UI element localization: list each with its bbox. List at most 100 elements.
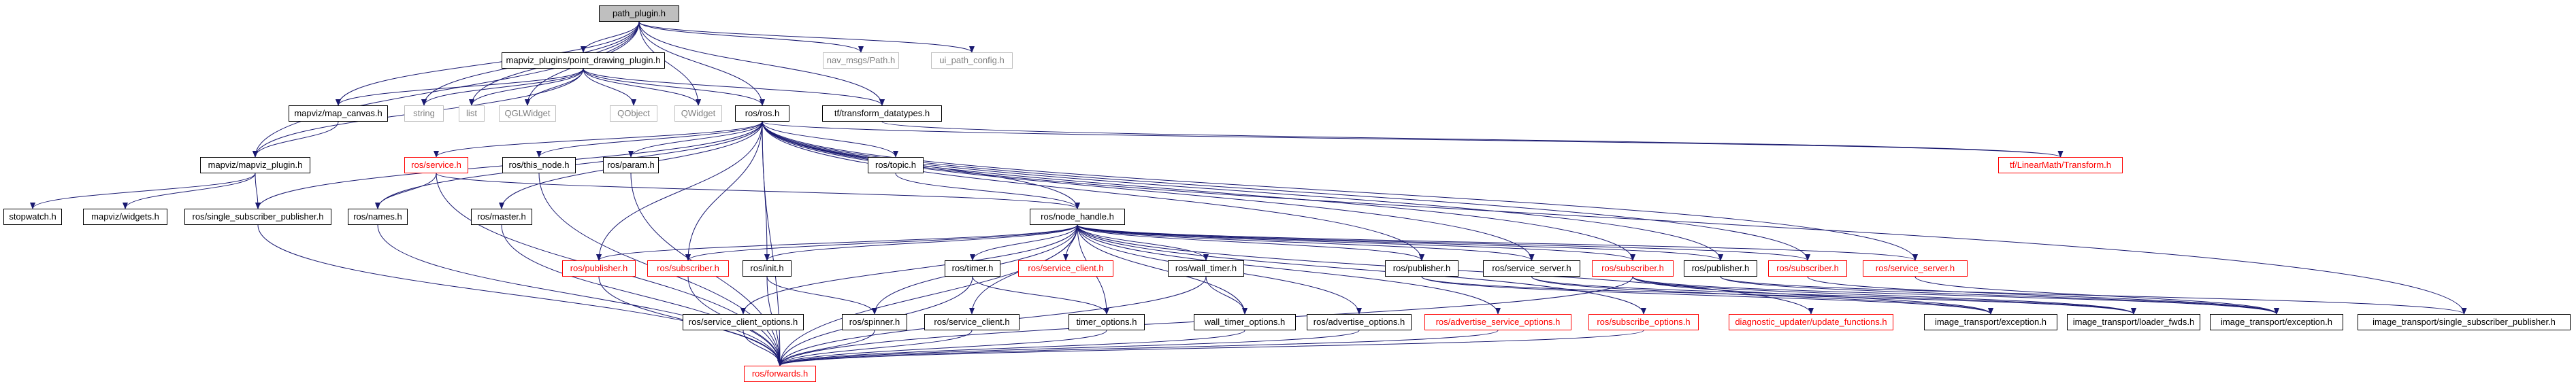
edge-wall_timer_opts-to-forwards xyxy=(777,330,1245,366)
edge-master-to-forwards xyxy=(501,224,783,366)
node-ros-spinner[interactable]: ros/spinner.h xyxy=(842,314,907,330)
node-ros-single-subscriber-publisher[interactable]: ros/single_subscriber_publisher.h xyxy=(184,209,331,225)
edge-path_plugin-to-map_canvas xyxy=(336,21,640,106)
edge-mapviz_plugin-to-stopwatch xyxy=(30,173,256,209)
node-ros-advertise-service-options[interactable]: ros/advertise_service_options.h xyxy=(1424,314,1571,330)
edge-point_drawing-to-tf_transform xyxy=(583,68,885,106)
edge-point_drawing-to-map_canvas xyxy=(336,68,584,106)
edge-node_handle-to-init xyxy=(764,224,1078,261)
node-string: string xyxy=(404,105,444,122)
node-image-transport-exception-2[interactable]: image_transport/exception.h xyxy=(2210,314,2343,330)
node-nav-msgs-path: nav_msgs/Path.h xyxy=(823,52,899,69)
edge-node_handle-to-adv_service_opts xyxy=(1077,224,1501,315)
edge-service_server-to-it_loader xyxy=(1531,276,2136,315)
node-ros-init[interactable]: ros/init.h xyxy=(743,260,792,277)
node-ros-node-handle[interactable]: ros/node_handle.h xyxy=(1030,209,1125,225)
node-ros-subscribe-options[interactable]: ros/subscribe_options.h xyxy=(1588,314,1699,330)
node-ros-publisher-2[interactable]: ros/publisher.h xyxy=(1385,260,1458,277)
node-ros-publisher-3[interactable]: ros/publisher.h xyxy=(1684,260,1757,277)
node-ros-service-client-2[interactable]: ros/service_client.h xyxy=(924,314,1020,330)
edge-ros_ros-to-service_server xyxy=(762,121,1535,261)
node-ros-timer[interactable]: ros/timer.h xyxy=(945,260,1000,277)
node-path-plugin: path_plugin.h xyxy=(599,5,679,22)
node-ros-service[interactable]: ros/service.h xyxy=(404,157,468,173)
edge-mapviz_plugin-to-widgets xyxy=(123,173,256,209)
node-ros-subscriber-3[interactable]: ros/subscriber.h xyxy=(1768,260,1847,277)
node-wall-timer-options[interactable]: wall_timer_options.h xyxy=(1194,314,1296,330)
edge-node_handle-to-timer xyxy=(970,224,1078,261)
edge-map_canvas-to-mapviz_plugin xyxy=(252,121,339,158)
edge-it_publisher-to-it_exception xyxy=(1421,276,1993,315)
edge-ros_ros-to-param xyxy=(628,121,763,158)
edge-node_handle-to-ros_publisher xyxy=(596,224,1078,261)
node-ros-ros[interactable]: ros/ros.h xyxy=(735,105,789,122)
node-stopwatch[interactable]: stopwatch.h xyxy=(3,209,62,225)
edge-subscriber2-to-it_exception xyxy=(1632,276,1993,315)
node-ros-service-client[interactable]: ros/service_client.h xyxy=(1018,260,1113,277)
node-image-transport-loader-fwds[interactable]: image_transport/loader_fwds.h xyxy=(2067,314,2200,330)
node-diagnostic-updater-update-functions[interactable]: diagnostic_updater/update_functions.h xyxy=(1729,314,1893,330)
edge-service_server2-to-it_exception2 xyxy=(1914,276,2279,315)
edge-ros_ros-to-tf_linearmath xyxy=(762,121,2063,158)
node-ros-advertise-options[interactable]: ros/advertise_options.h xyxy=(1307,314,1412,330)
edge-point_drawing-to-qglwidget xyxy=(525,68,584,106)
edge-point_drawing-to-qwidget xyxy=(583,68,701,106)
edge-node_handle-to-service_server2 xyxy=(1077,224,1918,261)
edge-node_handle-to-forwards xyxy=(777,224,1078,366)
node-ros-names[interactable]: ros/names.h xyxy=(348,209,408,225)
edge-advertise_opts-to-forwards xyxy=(777,330,1360,366)
node-mapviz-widgets[interactable]: mapviz/widgets.h xyxy=(83,209,167,225)
node-ros-service-server[interactable]: ros/service_server.h xyxy=(1483,260,1580,277)
edge-service_client2-to-forwards xyxy=(777,330,973,366)
edge-topic-to-node_handle xyxy=(895,173,1080,209)
node-ros-service-server-2[interactable]: ros/service_server.h xyxy=(1863,260,1968,277)
edge-node_handle-to-service_client_opts xyxy=(740,224,1078,315)
node-ros-forwards[interactable]: ros/forwards.h xyxy=(744,366,816,382)
node-ros-param[interactable]: ros/param.h xyxy=(603,157,659,173)
edge-node_handle-to-wall_timer_opts xyxy=(1077,224,1248,315)
edge-ros_ros-to-it_single_sub xyxy=(762,121,2467,315)
node-ros-wall-timer[interactable]: ros/wall_timer.h xyxy=(1168,260,1244,277)
edge-ros_ros-to-ros_subscriber xyxy=(685,121,763,261)
edge-node_handle-to-subscriber2 xyxy=(1077,224,1635,261)
edge-service-to-node_handle xyxy=(436,173,1080,209)
node-map-canvas[interactable]: mapviz/map_canvas.h xyxy=(289,105,388,122)
edge-subscriber2-to-it_loader xyxy=(1632,276,2136,315)
edge-timer-to-timer_opts xyxy=(972,276,1109,315)
node-ros-this-node[interactable]: ros/this_node.h xyxy=(502,157,576,173)
edge-path_plugin-to-mapviz_plugin xyxy=(252,21,640,158)
edge-node_handle-to-ros_subscriber xyxy=(685,224,1078,261)
node-image-transport-single-subscriber-publisher[interactable]: image_transport/single_subscriber_publis… xyxy=(2358,314,2571,330)
edge-path_plugin-to-point_drawing xyxy=(581,21,640,53)
node-tf-linearmath-transform[interactable]: tf/LinearMath/Transform.h xyxy=(1998,157,2123,173)
edge-point_drawing-to-qobject xyxy=(583,68,636,106)
edge-mapviz_plugin-to-single_sub_pub xyxy=(255,173,261,209)
node-point-drawing-plugin[interactable]: mapviz_plugins/point_drawing_plugin.h xyxy=(502,52,665,69)
node-ros-subscriber-2[interactable]: ros/subscriber.h xyxy=(1592,260,1674,277)
node-ros-publisher[interactable]: ros/publisher.h xyxy=(562,260,636,277)
edge-ros_ros-to-subscriber2 xyxy=(762,121,1635,261)
edge-subscriber2-to-it_exception2 xyxy=(1632,276,2279,315)
edge-point_drawing-to-string xyxy=(421,68,584,106)
edge-ros_ros-to-it_publisher xyxy=(762,121,1424,261)
edge-point_drawing-to-list xyxy=(469,68,584,106)
edge-ros_ros-to-publisher3 xyxy=(762,121,1723,261)
node-ros-service-client-options[interactable]: ros/service_client_options.h xyxy=(683,314,804,330)
node-image-transport-exception[interactable]: image_transport/exception.h xyxy=(1924,314,2057,330)
node-tf-transform-datatypes[interactable]: tf/transform_datatypes.h xyxy=(822,105,942,122)
node-qwidget: QWidget xyxy=(674,105,722,122)
edge-single_sub_pub-to-forwards xyxy=(257,224,783,366)
edge-path_plugin-to-nav_path xyxy=(638,21,864,53)
edge-node_handle-to-subscriber3 xyxy=(1077,224,1810,261)
node-qglwidget: QGLWidget xyxy=(499,105,556,122)
node-ros-subscriber[interactable]: ros/subscriber.h xyxy=(647,260,729,277)
node-ros-topic[interactable]: ros/topic.h xyxy=(868,157,924,173)
edge-tf_transform-to-tf_linearmath xyxy=(881,121,2063,158)
edge-node_handle-to-service_server xyxy=(1077,224,1535,261)
edge-node_handle-to-subscribe_opts xyxy=(1077,224,1646,315)
edge-ros_ros-to-ros_publisher xyxy=(596,121,763,261)
node-ros-master[interactable]: ros/master.h xyxy=(471,209,532,225)
node-timer-options[interactable]: timer_options.h xyxy=(1069,314,1145,330)
edge-init-to-spinner xyxy=(766,276,877,315)
node-mapviz-plugin[interactable]: mapviz/mapviz_plugin.h xyxy=(200,157,310,173)
